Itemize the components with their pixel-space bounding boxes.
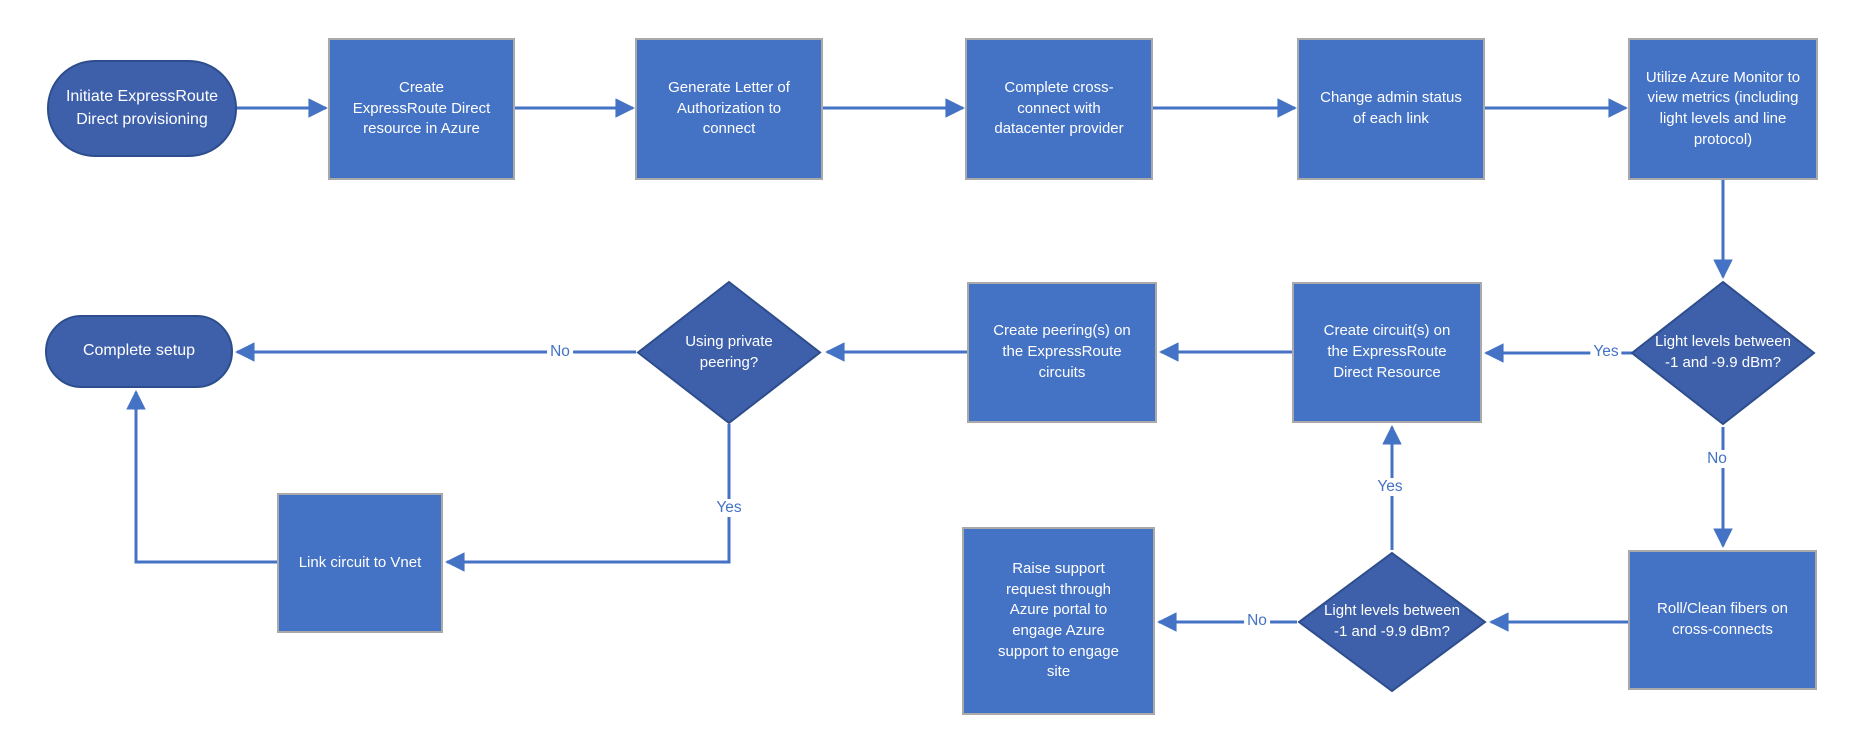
edge-label-no-private-peering: No — [547, 343, 573, 361]
node-initiate-provisioning-label: Initiate ExpressRoute Direct provisionin… — [65, 88, 219, 128]
edge-label-no-light-check-1: No — [1704, 450, 1730, 468]
node-roll-clean-fibers: Roll/Clean fibers on cross-connects — [1628, 550, 1817, 690]
node-complete-cross-connect: Complete cross-connect with datacenter p… — [965, 38, 1153, 180]
node-generate-loa-label: Generate Letter of Authorization to conn… — [668, 78, 790, 138]
node-raise-support-request: Raise support request through Azure port… — [962, 527, 1155, 715]
node-initiate-provisioning: Initiate ExpressRoute Direct provisionin… — [47, 60, 237, 157]
decision-private-peering-label: Using private peering? — [685, 332, 773, 371]
node-link-circuit-vnet-label: Link circuit to Vnet — [298, 553, 422, 571]
node-change-admin-status: Change admin status of each link — [1297, 38, 1485, 180]
node-create-circuits-label: Create circuit(s) on the ExpressRoute Di… — [1323, 322, 1451, 381]
node-create-erd-resource-label: Create ExpressRoute Direct resource in A… — [352, 78, 491, 138]
node-complete-cross-connect-label: Complete cross-connect with datacenter p… — [994, 78, 1124, 138]
edge-label-yes-light-check-1: Yes — [1590, 343, 1622, 361]
node-create-peerings-label: Create peering(s) on the ExpressRoute ci… — [993, 322, 1131, 381]
node-azure-monitor-metrics: Utilize Azure Monitor to view metrics (i… — [1628, 38, 1818, 180]
node-complete-setup: Complete setup — [45, 315, 233, 388]
node-create-peerings: Create peering(s) on the ExpressRoute ci… — [967, 282, 1157, 423]
node-create-circuits: Create circuit(s) on the ExpressRoute Di… — [1292, 282, 1482, 423]
connector-link-vnet-to-complete — [126, 390, 277, 564]
node-complete-setup-label: Complete setup — [82, 342, 196, 360]
decision-private-peering: Using private peering? — [636, 280, 822, 425]
diamond-shape — [1297, 551, 1487, 693]
node-generate-loa: Generate Letter of Authorization to conn… — [635, 38, 823, 180]
edge-label-yes-light-check-2: Yes — [1374, 478, 1406, 496]
decision-light-levels-1: Light levels between -1 and -9.9 dBm? — [1630, 280, 1816, 426]
diamond-shape — [636, 280, 822, 425]
connector-private-check-yes — [445, 424, 731, 572]
decision-light-levels-2-label: Light levels between -1 and -9.9 dBm? — [1324, 602, 1460, 640]
node-change-admin-status-label: Change admin status of each link — [1320, 89, 1462, 127]
diamond-shape — [1630, 280, 1816, 426]
edge-label-no-light-check-2: No — [1244, 612, 1270, 630]
decision-light-levels-2: Light levels between -1 and -9.9 dBm? — [1297, 551, 1487, 693]
node-link-circuit-vnet: Link circuit to Vnet — [277, 493, 443, 633]
edge-label-yes-private-peering: Yes — [713, 499, 745, 517]
node-create-erd-resource: Create ExpressRoute Direct resource in A… — [328, 38, 515, 180]
node-azure-monitor-metrics-label: Utilize Azure Monitor to view metrics (i… — [1645, 68, 1801, 148]
node-roll-clean-fibers-label: Roll/Clean fibers on cross-connects — [1657, 600, 1788, 638]
node-raise-support-request-label: Raise support request through Azure port… — [998, 559, 1119, 681]
decision-light-levels-1-label: Light levels between -1 and -9.9 dBm? — [1655, 333, 1791, 371]
